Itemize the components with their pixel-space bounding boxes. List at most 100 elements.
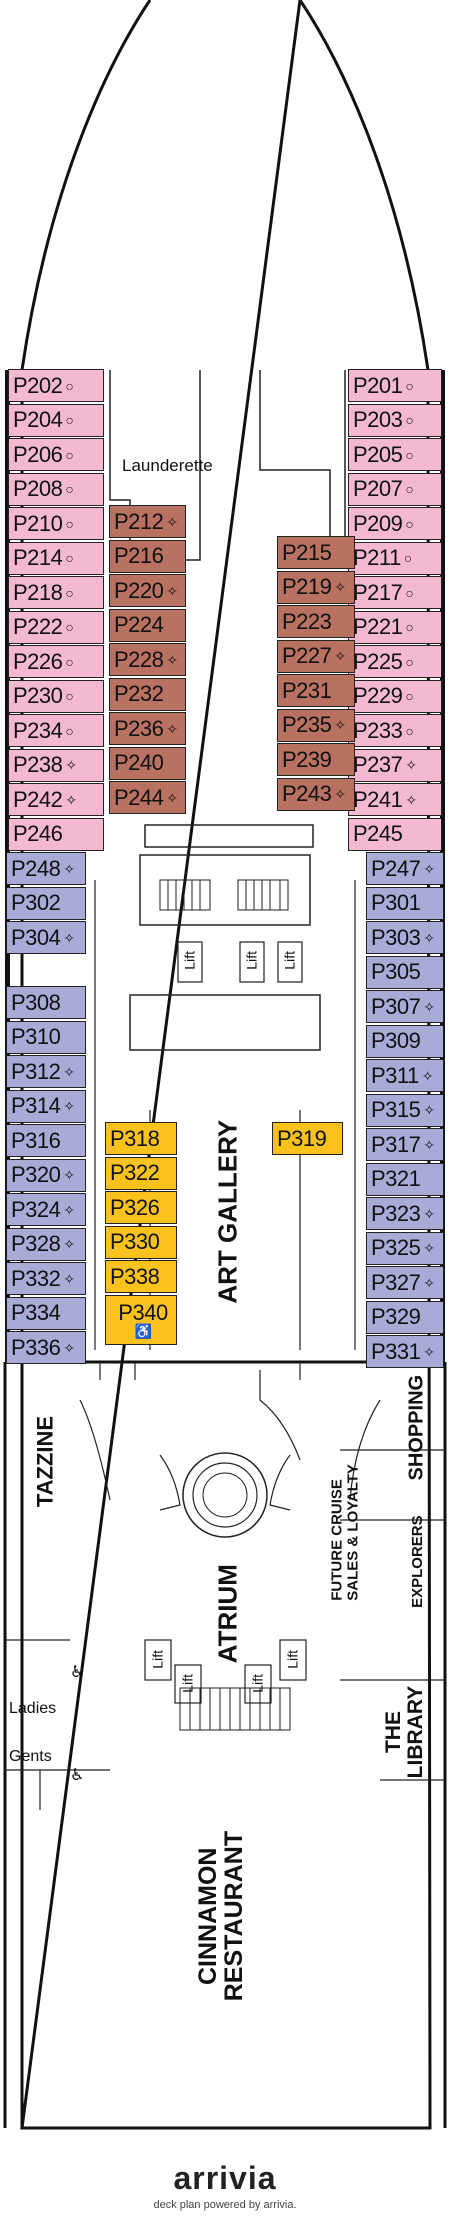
- cabin-p234[interactable]: P234○: [8, 714, 104, 747]
- cabin-p315[interactable]: P315✧: [366, 1093, 444, 1127]
- cabin-p220[interactable]: P220✧: [109, 574, 186, 607]
- cabin-p312[interactable]: P312✧: [6, 1055, 86, 1088]
- cabin-p308[interactable]: P308: [6, 986, 86, 1019]
- cabin-number: P301: [371, 890, 421, 915]
- cabin-p340[interactable]: P340♿: [105, 1294, 177, 1345]
- cabin-p322[interactable]: P322: [105, 1156, 177, 1190]
- diamond-icon: ✧: [63, 929, 75, 946]
- cabin-p307[interactable]: P307✧: [366, 990, 444, 1023]
- cabin-p209[interactable]: P209○: [348, 507, 442, 540]
- cabin-p222[interactable]: P222○: [8, 610, 104, 644]
- cabin-p309[interactable]: P309: [366, 1024, 444, 1058]
- lift-shaft: [244, 1664, 272, 1704]
- cabin-p217[interactable]: P217○: [348, 576, 442, 609]
- cabin-p303[interactable]: P303✧: [366, 921, 444, 954]
- cabin-p202[interactable]: P202○: [8, 369, 104, 402]
- cabin-p326[interactable]: P326: [105, 1191, 177, 1224]
- cabin-p230[interactable]: P230○: [8, 679, 104, 713]
- cabin-p324[interactable]: P324✧: [6, 1193, 86, 1226]
- cabin-p214[interactable]: P214○: [8, 541, 104, 575]
- cabin-p336[interactable]: P336✧: [6, 1331, 86, 1364]
- cabin-p212[interactable]: P212✧: [109, 505, 186, 538]
- cabin-p218[interactable]: P218○: [8, 576, 104, 609]
- cabin-p231[interactable]: P231: [277, 674, 355, 707]
- cabin-p323[interactable]: P323✧: [366, 1197, 444, 1230]
- cabin-p227[interactable]: P227✧: [277, 639, 355, 673]
- cabin-p243[interactable]: P243✧: [277, 777, 355, 811]
- cabin-p311[interactable]: P311✧: [366, 1059, 444, 1092]
- cabin-p331[interactable]: P331✧: [366, 1335, 444, 1368]
- cabin-p239[interactable]: P239: [277, 743, 355, 776]
- cabin-p232[interactable]: P232: [109, 677, 186, 711]
- cabin-p318[interactable]: P318: [105, 1122, 177, 1155]
- cabin-p204[interactable]: P204○: [8, 403, 104, 437]
- cabin-p316[interactable]: P316: [6, 1124, 86, 1157]
- cabin-p319[interactable]: P319: [272, 1122, 343, 1155]
- cabin-p210[interactable]: P210○: [8, 507, 104, 540]
- future-cruise-line-1: FUTURE CRUISE: [328, 1479, 346, 1601]
- cabin-p205[interactable]: P205○: [348, 438, 442, 471]
- cabin-p325[interactable]: P325✧: [366, 1231, 444, 1265]
- cabin-p305[interactable]: P305: [366, 955, 444, 989]
- cabin-p238[interactable]: P238✧: [8, 748, 104, 782]
- the-library-line-2: LIBRARY: [404, 1685, 427, 1779]
- cabin-p226[interactable]: P226○: [8, 645, 104, 678]
- cabin-p328[interactable]: P328✧: [6, 1227, 86, 1261]
- cabin-number: P231: [282, 677, 332, 703]
- cabin-number: P305: [371, 959, 421, 984]
- cabin-p219[interactable]: P219✧: [277, 570, 355, 604]
- cabin-number: P336: [11, 1334, 61, 1360]
- cabin-number: P311: [371, 1062, 419, 1088]
- cabin-p242[interactable]: P242✧: [8, 783, 104, 816]
- cabin-p302[interactable]: P302: [6, 886, 86, 920]
- cabin-p338[interactable]: P338: [105, 1260, 177, 1293]
- cabin-p329[interactable]: P329: [366, 1300, 444, 1334]
- cabin-p245[interactable]: P245: [348, 817, 442, 851]
- cabin-p304[interactable]: P304✧: [6, 921, 86, 954]
- circle-icon: ○: [405, 446, 414, 463]
- cabin-p247[interactable]: P247✧: [366, 852, 444, 885]
- cabin-number: P323: [371, 1200, 421, 1226]
- cabin-number: P209: [353, 510, 403, 536]
- cabin-p225[interactable]: P225○: [348, 645, 442, 678]
- cabin-p332[interactable]: P332✧: [6, 1262, 86, 1295]
- cabin-p244[interactable]: P244✧: [109, 781, 186, 814]
- cabin-p211[interactable]: P211○: [348, 541, 442, 575]
- cabin-p314[interactable]: P314✧: [6, 1089, 86, 1123]
- cabin-number: P320: [11, 1162, 61, 1187]
- diamond-icon: ✧: [63, 1167, 75, 1183]
- cabin-p237[interactable]: P237✧: [348, 748, 442, 782]
- cabin-p233[interactable]: P233○: [348, 714, 442, 747]
- cabin-p310[interactable]: P310: [6, 1020, 86, 1054]
- cabin-p206[interactable]: P206○: [8, 438, 104, 471]
- cabin-p241[interactable]: P241✧: [348, 783, 442, 816]
- cabin-number: P327: [371, 1269, 421, 1295]
- cabin-p246[interactable]: P246: [8, 817, 104, 851]
- cabin-p215[interactable]: P215: [277, 536, 355, 569]
- cabin-p207[interactable]: P207○: [348, 472, 442, 506]
- cabin-p235[interactable]: P235✧: [277, 708, 355, 742]
- cabin-p334[interactable]: P334: [6, 1296, 86, 1330]
- cabin-p301[interactable]: P301: [366, 886, 444, 920]
- cabin-p216[interactable]: P216: [109, 539, 186, 573]
- cabin-p221[interactable]: P221○: [348, 610, 442, 644]
- cabin-p236[interactable]: P236✧: [109, 712, 186, 745]
- cabin-p223[interactable]: P223: [277, 605, 355, 638]
- circle-icon: ○: [405, 515, 414, 532]
- cabin-p229[interactable]: P229○: [348, 679, 442, 713]
- arrivia-logo[interactable]: arrivia: [173, 2160, 277, 2196]
- cabin-p228[interactable]: P228✧: [109, 643, 186, 676]
- cabin-p224[interactable]: P224: [109, 608, 186, 642]
- cabin-p330[interactable]: P330: [105, 1225, 177, 1259]
- cabin-number: P239: [282, 746, 332, 772]
- cabin-p327[interactable]: P327✧: [366, 1266, 444, 1299]
- cabin-p240[interactable]: P240: [109, 746, 186, 780]
- cabin-p321[interactable]: P321: [366, 1162, 444, 1196]
- cabin-p317[interactable]: P317✧: [366, 1128, 444, 1161]
- cabin-p208[interactable]: P208○: [8, 472, 104, 506]
- cabin-p320[interactable]: P320✧: [6, 1158, 86, 1192]
- cabin-p248[interactable]: P248✧: [6, 852, 86, 885]
- cabin-p203[interactable]: P203○: [348, 403, 442, 437]
- diamond-icon: ✧: [166, 789, 178, 806]
- cabin-p201[interactable]: P201○: [348, 369, 442, 402]
